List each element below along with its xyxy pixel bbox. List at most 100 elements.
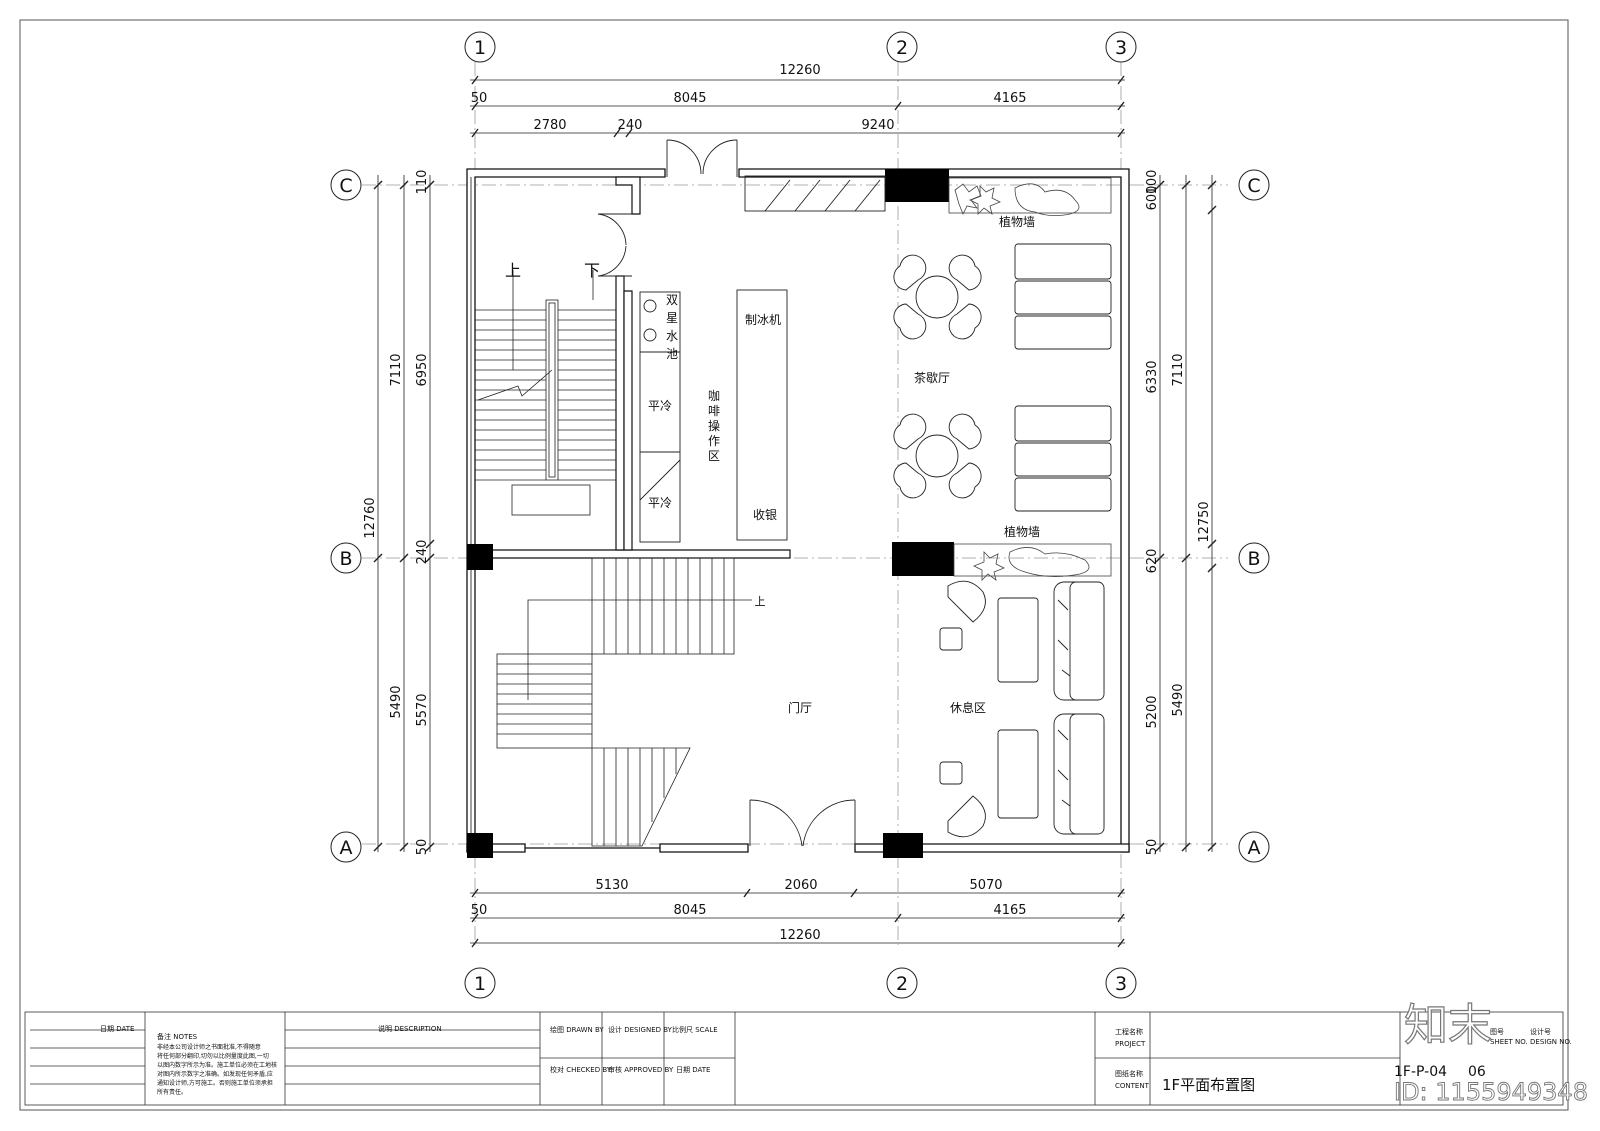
dim-left-inner-4: 5570 [415, 693, 430, 726]
notes-label: 备注 NOTES [157, 1032, 198, 1041]
sink-label-1: 双 [666, 293, 678, 307]
svg-text:2: 2 [896, 37, 908, 59]
stair-up-label: 上 [505, 261, 521, 280]
dim-bottom-seg-2: 2060 [784, 878, 817, 893]
dim-left-outer-2: 5490 [389, 685, 404, 718]
dim-bottom-mid-left: 8045 [673, 903, 706, 918]
svg-text:2: 2 [896, 973, 908, 995]
dim-bottom-total: 12260 [779, 928, 820, 943]
dim-right-inner-4: 620 [1145, 549, 1160, 574]
dim-left-inner-5: 50 [415, 839, 430, 856]
svg-text:1: 1 [474, 37, 486, 59]
cashier-label: 收银 [753, 508, 777, 522]
plant-wall-mid-label: 植物墙 [1004, 524, 1040, 539]
dim-right-outer-1: 7110 [1171, 353, 1186, 386]
axis-bubble-a-right: A [1238, 831, 1270, 863]
axis-bubble-2-top: 2 [886, 31, 918, 63]
sink-label-4: 池 [666, 347, 678, 361]
sheet-label: 图号 [1490, 1028, 1504, 1036]
svg-text:3: 3 [1115, 37, 1127, 59]
coffee-label-4: 作 [708, 434, 720, 448]
design-number: 06 [1468, 1064, 1486, 1080]
cooler-label-1: 平冷 [648, 399, 672, 413]
ice-machine-label: 制冰机 [745, 313, 781, 327]
svg-text:B: B [1247, 548, 1260, 570]
dimension-lines [377, 79, 1213, 944]
sheet-number: 1F-P-04 [1394, 1064, 1447, 1080]
notes-line-2: 将任何部分翻印,切勿以比例量度此图,一切 [157, 1052, 269, 1060]
sheet-en-label: SHEET NO. [1490, 1038, 1528, 1046]
rest-area-label: 休息区 [950, 700, 986, 715]
date2-label: 日期 DATE [676, 1066, 710, 1074]
description-label: 说明 DESCRIPTION [378, 1024, 442, 1033]
drawn-by-label: 绘图 DRAWN BY [550, 1025, 604, 1034]
svg-text:A: A [340, 837, 353, 859]
dim-top-inner-1: 2780 [533, 118, 566, 133]
sink-label-3: 水 [666, 329, 678, 343]
cooler-label-2: 平冷 [648, 496, 672, 510]
notes-line-4: 对图内所示数字之准确。如发现任何矛盾,应 [157, 1070, 273, 1078]
lower-stair-up-label: 上 [755, 595, 766, 608]
coffee-label-5: 区 [708, 449, 720, 463]
coffee-counter [639, 175, 886, 543]
dim-right-total: 12750 [1197, 501, 1212, 542]
dim-top-total: 12260 [779, 63, 820, 78]
axis-bubble-1-top: 1 [464, 31, 496, 63]
dim-right-inner-1: 100 [1145, 170, 1160, 195]
svg-text:C: C [1247, 175, 1260, 197]
drawing-title: 1F平面布置图 [1162, 1076, 1255, 1094]
content-label: 图纸名称 [1115, 1069, 1143, 1078]
notes-line-6: 所有责任。 [157, 1088, 187, 1096]
plant-wall-mid [953, 543, 1112, 581]
content-en-label: CONTENT [1115, 1082, 1150, 1090]
dim-bottom-seg-1: 5130 [595, 878, 628, 893]
entrance-door-top [666, 139, 738, 177]
lobby-label: 门厅 [788, 700, 812, 715]
axis-bubble-c-left: C [330, 169, 362, 201]
dim-right-inner-6: 50 [1145, 839, 1160, 856]
design-label: 设计号 [1530, 1027, 1551, 1036]
dim-top-inner-3: 9240 [861, 118, 894, 133]
coffee-label-3: 操 [708, 418, 720, 433]
axis-bubble-c-right: C [1238, 169, 1270, 201]
svg-text:A: A [1248, 837, 1261, 859]
coffee-label-1: 咖 [708, 388, 720, 403]
watermark-id: ID: 1155949348 [1394, 1078, 1588, 1106]
entrance-door-bottom [749, 799, 856, 847]
stair-door [597, 213, 632, 277]
approved-by-label: 审核 APPROVED BY [608, 1065, 674, 1074]
dim-top-mid-left: 8045 [673, 91, 706, 106]
dim-left-inner-2: 6950 [415, 353, 430, 386]
dim-top-offset: 50 [471, 91, 488, 106]
svg-text:B: B [339, 548, 352, 570]
dim-right-outer-2: 5490 [1171, 683, 1186, 716]
sheet-border [19, 19, 1569, 1111]
tea-lounge-furniture [893, 243, 1112, 512]
svg-text:3: 3 [1115, 973, 1127, 995]
dim-left-total: 12760 [363, 497, 378, 538]
sink-label-2: 星 [666, 311, 678, 325]
dimension-texts: 12260 50 8045 4165 2780 240 9240 5130 20… [363, 63, 1212, 943]
notes-line-5: 通知设计师,方可施工。否则施工单位须承担 [157, 1079, 273, 1087]
axis-bubble-b-left: B [330, 542, 362, 574]
checked-by-label: 校对 CHECKED BY [550, 1065, 612, 1074]
axis-bubble-3-top: 3 [1105, 31, 1137, 63]
interior-walls [474, 176, 791, 559]
dim-top-inner-2: 240 [618, 118, 643, 133]
dim-bottom-offset: 50 [471, 903, 488, 918]
rest-area-furniture [939, 580, 1105, 838]
notes-line-1: 非经本公司设计师之书面批准,不得随意 [157, 1043, 261, 1051]
axis-bubble-1-bottom: 1 [464, 967, 496, 999]
date-label: 日期 DATE [100, 1025, 134, 1033]
plant-wall-top-label: 植物墙 [999, 214, 1035, 229]
dim-right-inner-3: 6330 [1145, 360, 1160, 393]
stair-down-label: 下 [584, 261, 600, 280]
scale-label: 比例尺 SCALE [672, 1025, 718, 1034]
project-en-label: PROJECT [1115, 1040, 1146, 1048]
axis-bubble-b-right: B [1238, 542, 1270, 574]
lower-staircase [496, 557, 752, 847]
dim-left-inner-3: 240 [415, 540, 430, 565]
axis-bubble-a-left: A [330, 831, 362, 863]
design-en-label: DESIGN NO. [1530, 1038, 1572, 1046]
